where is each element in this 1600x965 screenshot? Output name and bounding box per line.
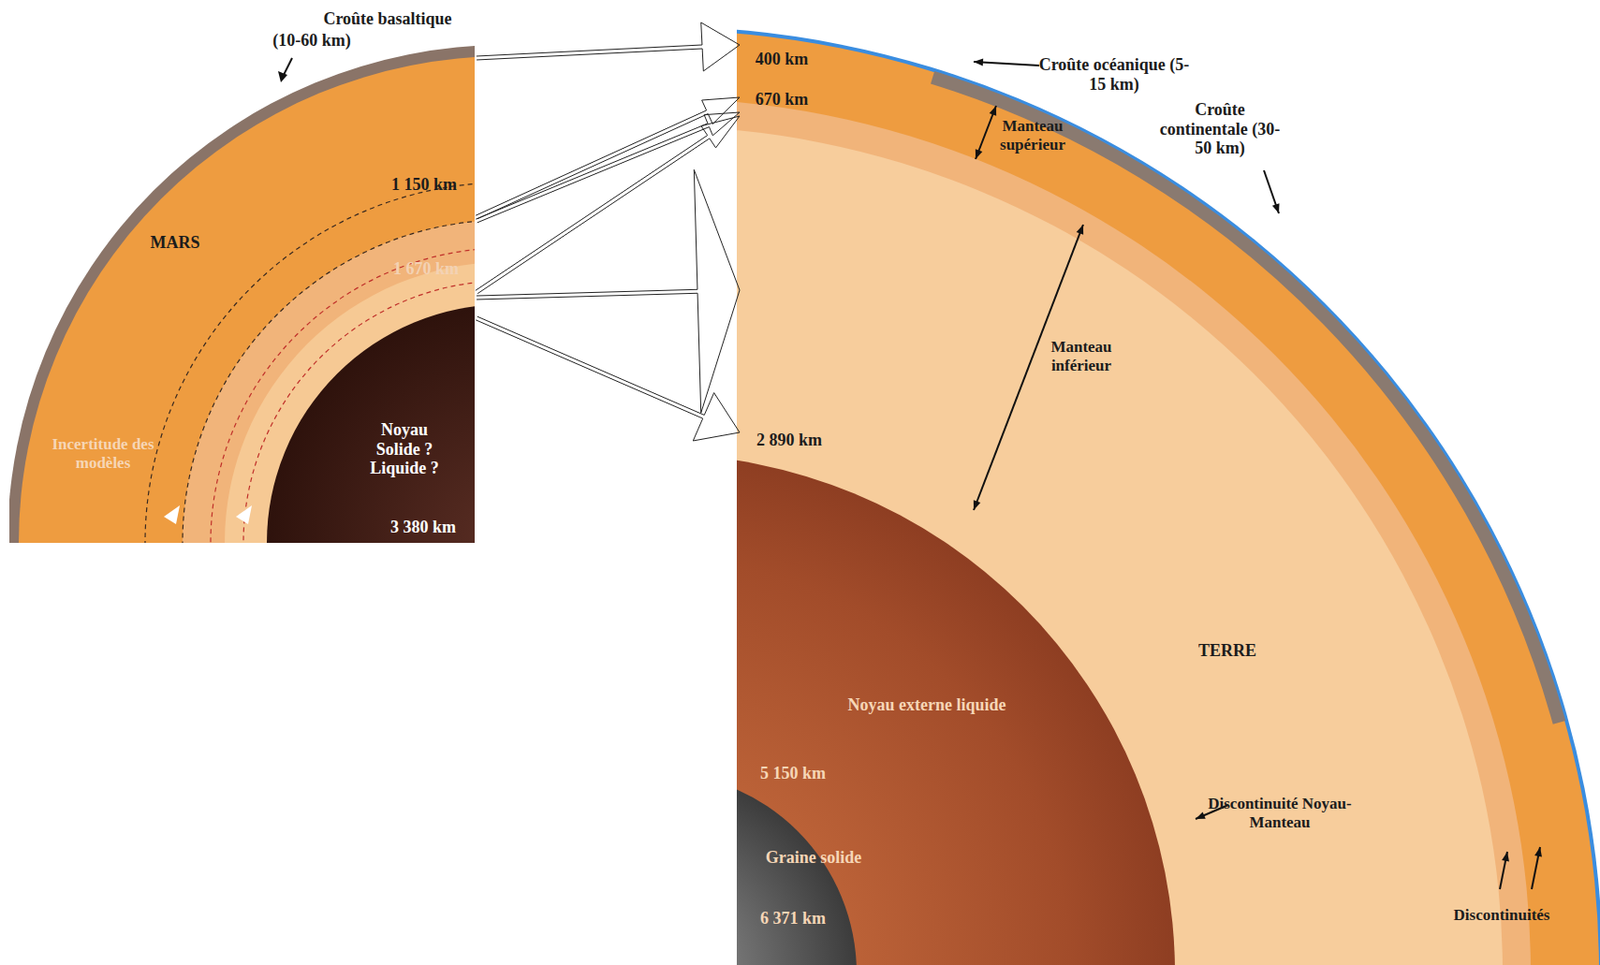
lower-mantle [736, 126, 1503, 965]
model-limit [210, 248, 475, 544]
layer-label: MARS [150, 233, 201, 253]
correspondence-arrows [475, 22, 740, 441]
earth-section [736, 26, 1600, 965]
mars-lower-band [224, 262, 475, 544]
uncertainty-arrow [235, 505, 252, 525]
mars-crust [9, 44, 475, 544]
layer-label: 3 380 km [390, 517, 456, 538]
leader-head [1272, 203, 1280, 214]
layer-label: 1 150 km [391, 175, 457, 195]
layer-label: Croûte basaltique [322, 9, 452, 30]
layer-label: Discontinuité Noyau-Manteau [1204, 794, 1355, 832]
leader-head [973, 499, 981, 511]
leader-lines [973, 58, 1542, 890]
layer-label: Graine solide [765, 848, 863, 868]
leader-line [973, 61, 1040, 66]
leader-head [1076, 224, 1084, 235]
layer-label: Manteau inférieur [1029, 337, 1133, 375]
hollow-arrow [475, 116, 740, 294]
layer-label: 1 670 km [393, 259, 459, 279]
transition-band [736, 98, 1531, 965]
layer-label: Noyau externe liquide [848, 695, 1007, 716]
layer-label: Manteau supérieur [985, 117, 1080, 154]
continental-crust [932, 77, 1559, 723]
layer-label: 6 371 km [760, 909, 826, 929]
layer-label: Incertitude des modèles [46, 435, 160, 472]
leader-head [973, 58, 984, 67]
layer-label: TERRE [1198, 641, 1257, 661]
inner-core [736, 772, 857, 965]
model-limit [182, 220, 475, 544]
upper-mantle [736, 29, 1600, 965]
model-limit [145, 182, 475, 544]
hollow-arrow [476, 169, 740, 413]
mars-mantle [18, 56, 475, 544]
mars-core [266, 304, 475, 544]
leader-head [975, 148, 983, 160]
leader-line [1263, 170, 1279, 214]
leader-head [1501, 851, 1510, 863]
layer-label: Croûte continentale (30-50 km) [1159, 100, 1281, 159]
leader-head [1195, 811, 1206, 820]
layer-label: 2 890 km [756, 430, 823, 451]
layer-label: 5 150 km [760, 763, 826, 784]
layer-label: 400 km [755, 49, 809, 70]
layer-label: 670 km [755, 89, 809, 110]
hollow-arrow [476, 22, 740, 72]
layer-label: Noyau Solide ? Liquide ? [361, 420, 448, 479]
hollow-arrow [475, 316, 740, 441]
layer-label: (10-60 km) [272, 30, 352, 51]
oceanic-crust [736, 26, 1600, 965]
outer-core [736, 454, 1175, 965]
uncertainty-arrow [163, 505, 180, 525]
mars-section [9, 44, 475, 544]
hollow-arrow [475, 97, 740, 220]
model-limit [243, 280, 475, 544]
layer-label: Croûte océanique (5-15 km) [1034, 55, 1194, 94]
layer-label: Discontinuités [1453, 906, 1551, 925]
leader-head [278, 71, 288, 83]
leader-head [1534, 847, 1542, 858]
leader-head [989, 105, 997, 117]
mars-mid-band [182, 220, 475, 544]
leader-line [975, 105, 997, 160]
